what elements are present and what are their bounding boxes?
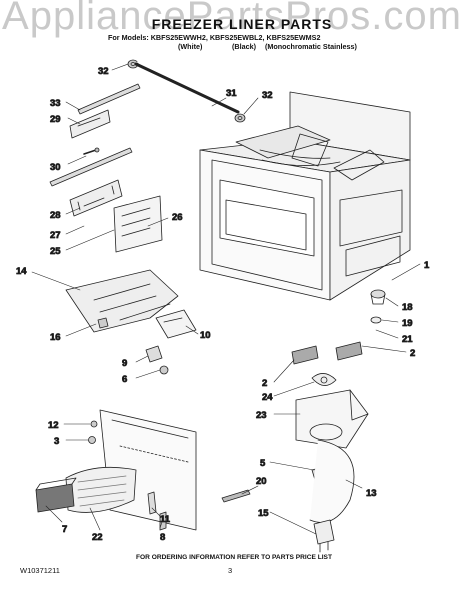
callout-2-left: 2 — [262, 378, 267, 389]
callout-28: 28 — [50, 210, 61, 221]
callout-9: 9 — [122, 358, 127, 369]
callout-5: 5 — [260, 458, 266, 469]
part-8-clip — [159, 511, 167, 531]
part-9-light-socket — [145, 345, 169, 375]
callout-6: 6 — [122, 374, 127, 385]
page-number: 3 — [228, 566, 233, 575]
part-32-cap-left — [127, 59, 139, 69]
callout-22: 22 — [92, 532, 103, 543]
part-16-clip — [97, 317, 109, 329]
callout-23: 23 — [256, 410, 267, 421]
callout-labels: 32 31 32 33 29 30 28 27 25 26 14 16 10 9… — [16, 66, 431, 544]
variant-white: (White) — [178, 42, 203, 51]
model-list: For Models: KBFS25EWWH2, KBFS25EWBL2, KB… — [108, 33, 321, 42]
part-19-ring — [370, 316, 382, 324]
part-23-fan-housing — [295, 389, 369, 449]
variant-black: (Black) — [232, 42, 256, 51]
part-13-cover — [309, 439, 355, 523]
callout-8: 8 — [160, 532, 165, 543]
freezer-liner — [199, 91, 411, 301]
part-18-knob — [370, 289, 386, 305]
part-2-filter-right — [335, 341, 363, 361]
part-14-shelf — [65, 269, 179, 333]
part-32-cap-right — [234, 113, 246, 123]
callout-21: 21 — [402, 334, 413, 345]
part-rail-lower — [49, 147, 133, 187]
page-title: FREEZER LINER PARTS — [151, 16, 333, 32]
part-20-strip — [221, 489, 251, 503]
callout-7: 7 — [62, 524, 67, 535]
ordering-note: FOR ORDERING INFORMATION REFER TO PARTS … — [136, 554, 332, 561]
variant-stainless: (Monochromatic Stainless) — [265, 42, 357, 51]
callout-10: 10 — [200, 330, 211, 341]
part-31-rod — [134, 61, 240, 114]
callout-24: 24 — [262, 392, 273, 403]
callout-13: 13 — [366, 488, 377, 499]
part-25-panel — [113, 195, 163, 253]
part-28-bracket — [69, 179, 123, 217]
callout-2-right: 2 — [410, 348, 415, 359]
callout-11: 11 — [160, 514, 171, 525]
part-2-filter-left — [291, 345, 319, 365]
part-22-grille — [65, 466, 137, 513]
callout-30: 30 — [50, 162, 61, 173]
part-7-block — [35, 477, 77, 513]
callout-29: 29 — [50, 114, 61, 125]
callout-31: 31 — [226, 88, 237, 99]
callout-14: 14 — [16, 266, 27, 277]
callout-1: 1 — [424, 260, 430, 271]
part-10-label — [155, 309, 197, 339]
callout-12: 12 — [48, 420, 59, 431]
callout-3: 3 — [54, 436, 59, 447]
part-29-slide — [69, 109, 111, 139]
callout-20: 20 — [256, 476, 267, 487]
part-24-fan — [311, 373, 337, 386]
part-15-mount — [313, 519, 335, 553]
part-30-screw — [83, 147, 100, 155]
callout-27: 27 — [50, 230, 61, 241]
callout-18: 18 — [402, 302, 413, 313]
callout-33: 33 — [50, 98, 61, 109]
callout-32-b: 32 — [262, 90, 273, 101]
callout-32-a: 32 — [98, 66, 109, 77]
document-number: W10371211 — [20, 566, 60, 575]
callout-19: 19 — [402, 318, 413, 329]
part-3-clip — [88, 436, 96, 444]
watermark: AppliancePartsPros.com — [2, 0, 462, 38]
callout-15: 15 — [258, 508, 269, 519]
part-12-screw — [90, 420, 98, 428]
callout-25: 25 — [50, 246, 61, 257]
callout-16: 16 — [50, 332, 61, 343]
leader-lines — [31, 63, 421, 535]
part-33-rail — [77, 83, 141, 115]
callout-26: 26 — [172, 212, 183, 223]
